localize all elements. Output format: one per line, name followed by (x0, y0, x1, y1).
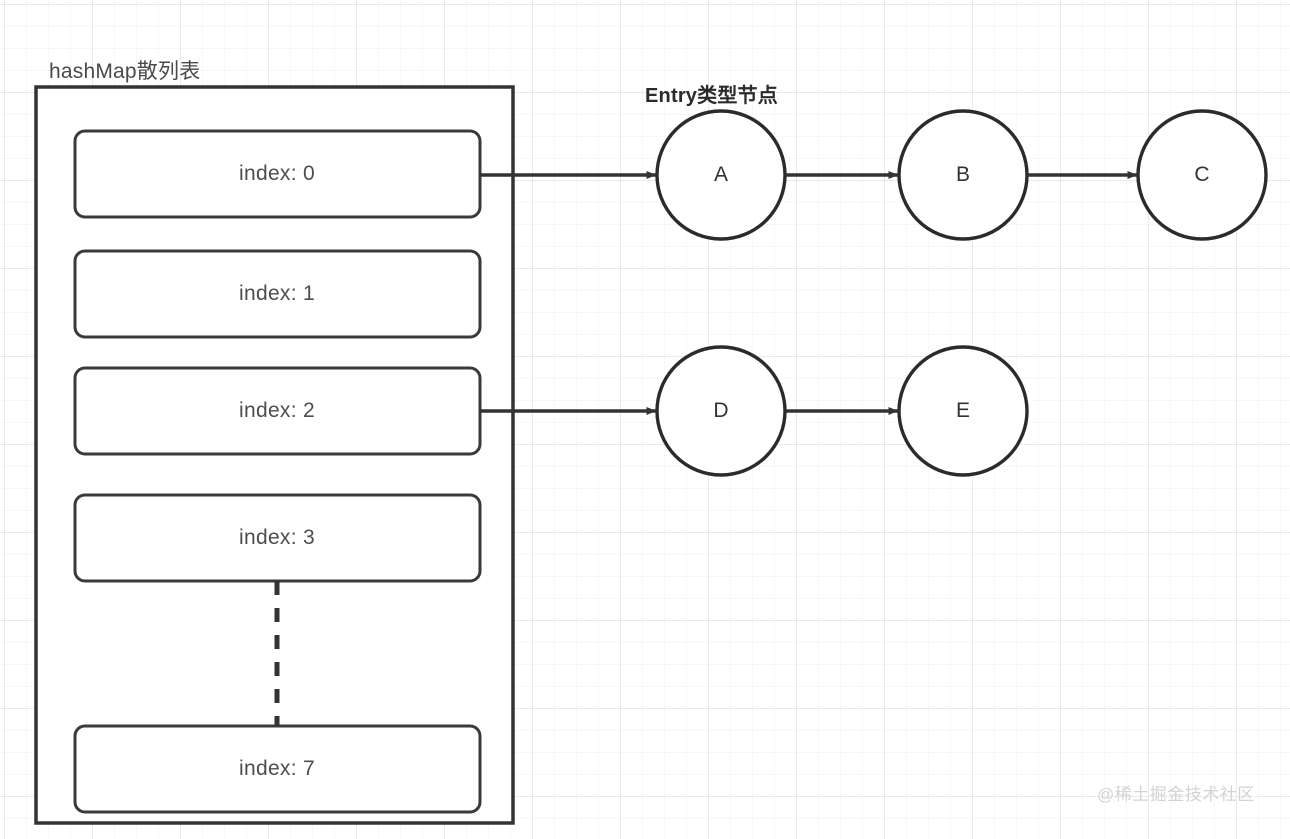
bucket-box-1[interactable] (73, 249, 482, 339)
entry-node-label-a: A (713, 163, 729, 186)
hashmap-table-title: hashMap散列表 (49, 60, 201, 83)
entry-node-title: Entry类型节点 (645, 85, 778, 107)
bucket-label-0: index: 0 (239, 162, 315, 185)
bucket-label-7: index: 7 (239, 757, 315, 780)
entry-node-e[interactable] (897, 345, 1029, 477)
entry-node-label-b: B (955, 163, 971, 186)
watermark: @稀土掘金技术社区 (1097, 785, 1255, 804)
entry-node-c[interactable] (1136, 109, 1268, 241)
entry-node-label-e: E (955, 399, 971, 422)
entry-node-d[interactable] (655, 345, 787, 477)
bucket-label-1: index: 1 (239, 282, 315, 305)
entry-node-b[interactable] (897, 109, 1029, 241)
entry-node-a[interactable] (655, 109, 787, 241)
bucket-label-3: index: 3 (239, 526, 315, 549)
entry-node-label-d: D (713, 399, 729, 422)
entry-node-label-c: C (1194, 163, 1210, 186)
bucket-label-2: index: 2 (239, 399, 315, 422)
